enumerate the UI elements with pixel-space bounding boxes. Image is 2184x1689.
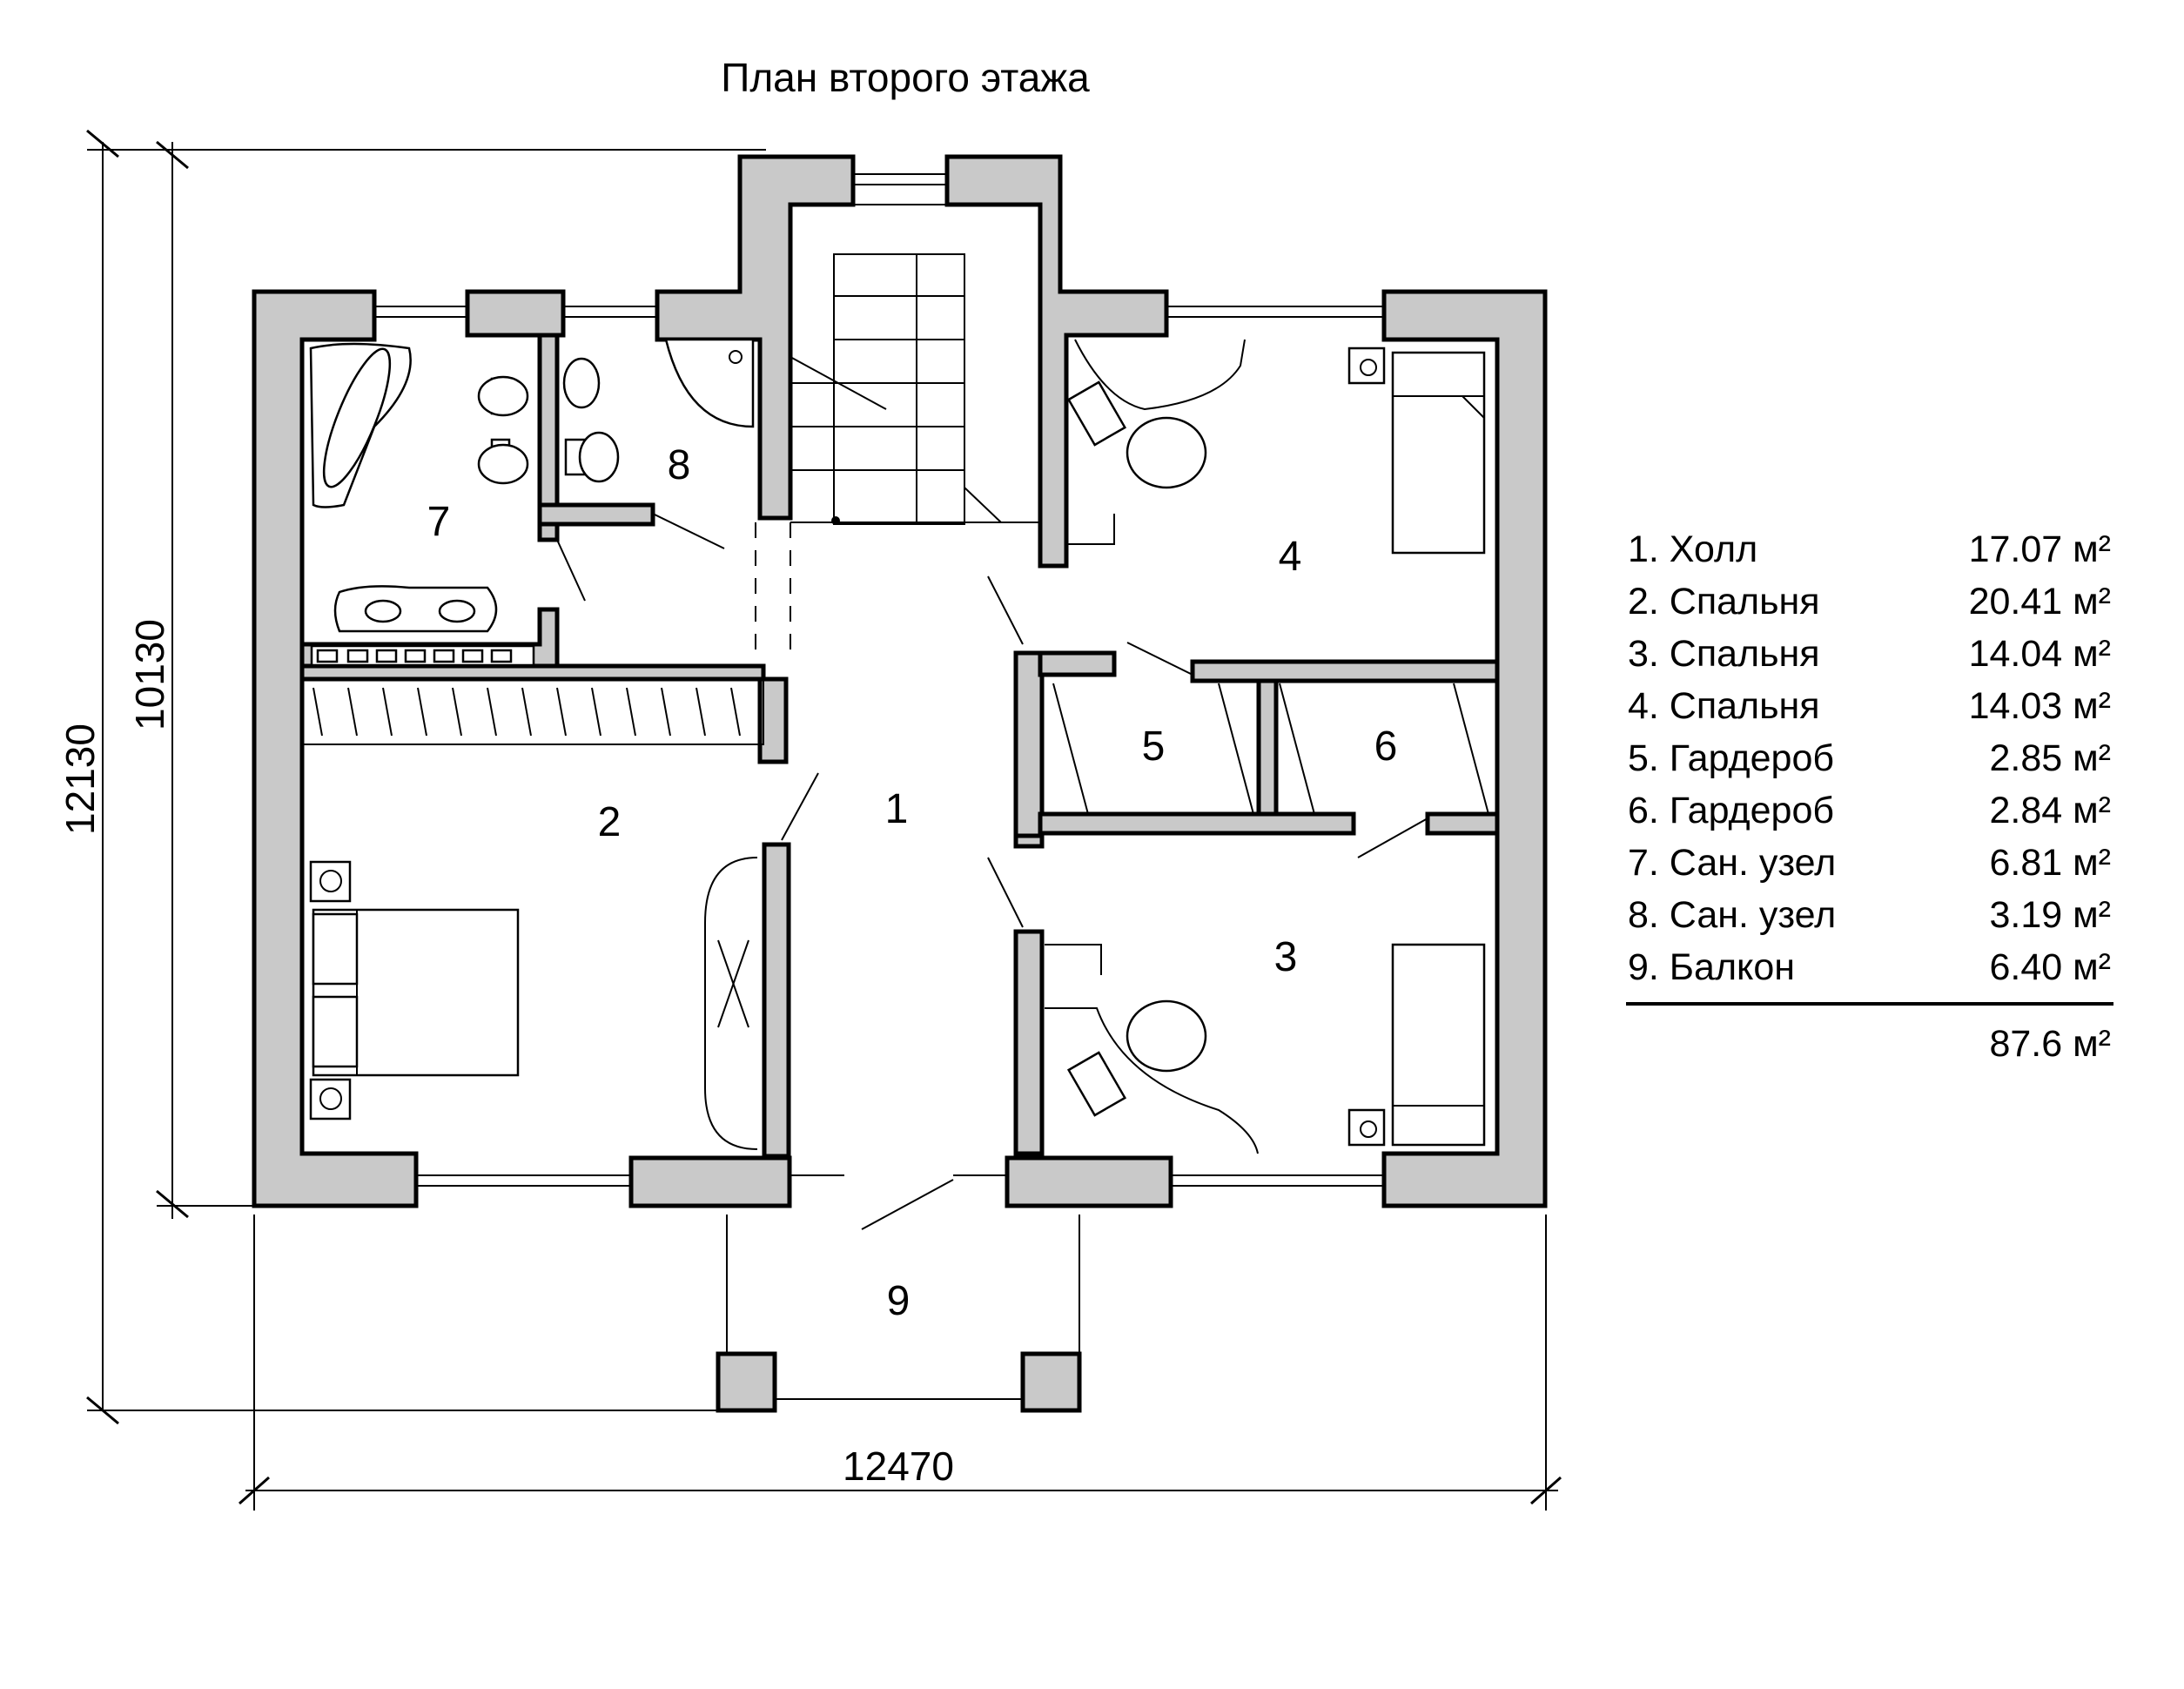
bed-bedroom-2 bbox=[309, 860, 520, 1120]
legend-item: 2. Спальня bbox=[1628, 581, 1820, 622]
wardrobe-bedroom-2 bbox=[704, 857, 758, 1150]
bedroom-4-furniture bbox=[1066, 339, 1486, 555]
dim-height-outer: 12130 bbox=[57, 723, 103, 835]
legend-area: 14.04 м² bbox=[1969, 633, 2111, 675]
dim-height-inner: 10130 bbox=[127, 619, 172, 730]
room-number-6: 6 bbox=[1374, 723, 1398, 770]
closet-5-6-marks bbox=[1052, 683, 1489, 815]
room-numbers: 1 2 3 4 5 6 7 8 9 bbox=[427, 442, 1398, 1324]
legend-item: 5. Гардероб bbox=[1628, 737, 1834, 779]
legend-area: 6.81 м² bbox=[1989, 842, 2111, 884]
legend-item: 7. Сан. узел bbox=[1628, 842, 1836, 884]
legend-item: 9. Балкон bbox=[1628, 946, 1795, 988]
legend-item: 4. Спальня bbox=[1628, 685, 1820, 727]
legend-area: 2.85 м² bbox=[1989, 737, 2111, 779]
bathroom-7-fixtures bbox=[309, 342, 535, 667]
room-number-8: 8 bbox=[668, 442, 691, 488]
room-number-7: 7 bbox=[427, 499, 451, 545]
legend-total: 87.6 м² bbox=[1989, 1023, 2111, 1065]
bathroom-8-fixtures bbox=[562, 338, 755, 483]
closet-bedroom-2 bbox=[301, 678, 764, 745]
legend-area: 3.19 м² bbox=[1989, 894, 2111, 936]
exterior-walls bbox=[252, 154, 1548, 1413]
bedroom-3-furniture bbox=[1045, 943, 1486, 1154]
legend-item: 6. Гардероб bbox=[1628, 790, 1834, 831]
legend-area: 2.84 м² bbox=[1989, 790, 2111, 831]
windows bbox=[374, 173, 1384, 1400]
dimension-lines bbox=[86, 129, 1562, 1511]
room-number-3: 3 bbox=[1274, 934, 1298, 980]
legend-item: 1. Холл bbox=[1628, 528, 1757, 570]
room-number-9: 9 bbox=[887, 1278, 911, 1324]
room-number-1: 1 bbox=[885, 786, 909, 832]
room-number-2: 2 bbox=[598, 799, 622, 845]
legend-item: 8. Сан. узел bbox=[1628, 894, 1836, 936]
plan-title: План второго этажа bbox=[721, 55, 1090, 100]
legend-item: 3. Спальня bbox=[1628, 633, 1820, 675]
dim-width: 12470 bbox=[843, 1443, 954, 1489]
staircase bbox=[755, 204, 1040, 662]
door-swings bbox=[556, 513, 1428, 1230]
legend-area: 6.40 м² bbox=[1989, 946, 2111, 988]
legend-area: 20.41 м² bbox=[1969, 581, 2111, 622]
room-number-5: 5 bbox=[1142, 723, 1166, 770]
legend-area: 14.03 м² bbox=[1969, 685, 2111, 727]
legend-area: 17.07 м² bbox=[1969, 528, 2111, 570]
area-legend: 1. Холл 17.07 м² 2. Спальня 20.41 м² 3. … bbox=[1626, 528, 2113, 1065]
room-number-4: 4 bbox=[1279, 534, 1302, 580]
